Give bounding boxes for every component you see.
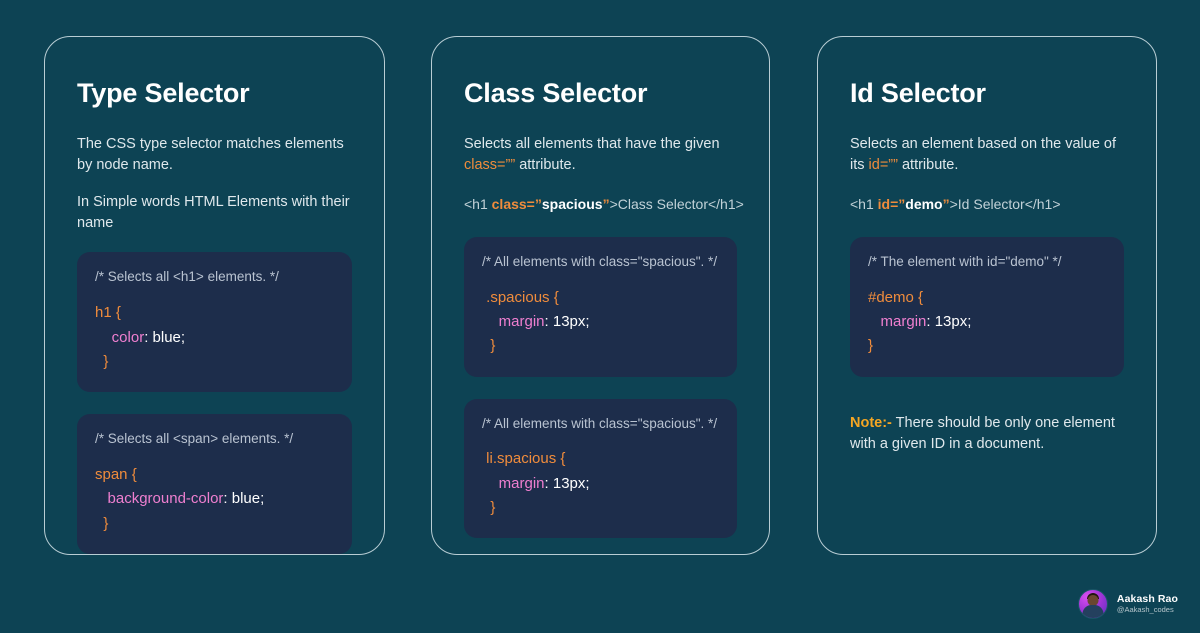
code-comment: /* Selects all <span> elements. */ (95, 431, 294, 447)
desc-text-pre: Selects all elements that have the given (464, 136, 720, 153)
snippet-attr-value: demo (905, 196, 943, 213)
snippet-attr-quote-end: ” (602, 196, 610, 213)
avatar (1077, 589, 1108, 619)
code-selector: #demo { (868, 288, 924, 306)
card-title: Type Selector (77, 78, 250, 108)
code-close-line: } (482, 496, 719, 520)
code-brace-close: } (868, 337, 874, 355)
html-snippet: <h1 id=”demo”>Id Selector</h1> (850, 194, 1124, 214)
snippet-tag-open: <h1 (464, 196, 492, 213)
code-selector-line: #demo { (868, 286, 1106, 310)
snippet-rest: >Class Selector</h1> (609, 196, 744, 213)
code-declaration-line: background-color: blue; (95, 487, 334, 511)
code-brace-close: } (490, 337, 496, 355)
code-brace-close: } (103, 514, 109, 532)
code-comment: /* All elements with class="spacious". *… (482, 415, 718, 431)
code-selector-line: h1 { (95, 301, 334, 325)
desc-text-post: attribute. (515, 157, 576, 174)
avatar-body (1082, 605, 1104, 618)
card-description: Selects an element based on the value of… (850, 134, 1124, 176)
card-type-selector: Type Selector The CSS type selector matc… (44, 36, 385, 555)
html-snippet: <h1 class=”spacious”>Class Selector</h1> (464, 194, 744, 214)
code-close-line: } (95, 350, 334, 374)
desc-attribute-token: id=”” (868, 157, 898, 174)
code-value: : blue; (144, 328, 186, 346)
note-label: Note:- (850, 414, 892, 431)
snippet-attr-quote-end: ” (942, 196, 950, 213)
author-info: Aakash Rao @Aakash_codes (1117, 593, 1178, 615)
code-close-line: } (95, 512, 334, 536)
code-selector-line: span { (95, 463, 334, 487)
snippet-rest: >Id Selector</h1> (949, 196, 1061, 213)
code-comment: /* The element with id="demo" */ (868, 253, 1062, 269)
code-block: /* Selects all <h1> elements. */ h1 { co… (77, 252, 352, 393)
author-name: Aakash Rao (1116, 592, 1178, 605)
code-comment: /* All elements with class="spacious". *… (482, 253, 718, 269)
code-selector-line: li.spacious { (482, 447, 719, 471)
code-close-line: } (482, 334, 719, 358)
card-description-2: In Simple words HTML Elements with their… (77, 194, 350, 232)
code-selector: .spacious { (486, 288, 559, 306)
desc-text-post: attribute. (897, 157, 959, 174)
code-declaration-line: margin: 13px; (482, 310, 719, 334)
code-property: background-color (107, 490, 224, 508)
desc-attribute-token: class=”” (464, 157, 516, 174)
code-selector-line: .spacious { (482, 286, 719, 310)
code-property: margin (498, 474, 545, 492)
snippet-tag-open: <h1 (850, 196, 878, 213)
code-declaration-line: margin: 13px; (482, 472, 719, 496)
code-declaration-line: color: blue; (95, 326, 334, 350)
card-class-selector: Class Selector Selects all elements that… (431, 36, 770, 555)
desc-text-pre: Selects an element based on the value of… (850, 136, 1117, 174)
author-handle: @Aakash_codes (1116, 605, 1174, 615)
card-title: Class Selector (464, 78, 648, 108)
card-title: Id Selector (850, 78, 986, 108)
code-value: : 13px; (544, 474, 590, 492)
snippet-attr-name: id=” (877, 196, 906, 213)
code-selector: span { (95, 466, 137, 484)
code-value: : 13px; (544, 312, 590, 330)
code-block: /* The element with id="demo" */ #demo {… (850, 236, 1124, 377)
card-id-selector: Id Selector Selects an element based on … (817, 36, 1157, 555)
code-comment: /* Selects all <h1> elements. */ (95, 269, 279, 285)
snippet-attr-name: class=” (491, 196, 542, 213)
card-description-1: The CSS type selector matches elements b… (77, 136, 344, 174)
code-property: color (111, 328, 145, 346)
author-signature: Aakash Rao @Aakash_codes (1077, 589, 1178, 619)
code-property: margin (880, 312, 927, 330)
snippet-attr-value: spacious (541, 196, 603, 213)
code-block: /* All elements with class="spacious". *… (464, 398, 737, 539)
note-text: Note:- There should be only one element … (850, 413, 1124, 455)
code-brace-close: } (103, 352, 109, 370)
code-value: : blue; (223, 490, 265, 508)
code-property: margin (498, 312, 545, 330)
code-block: /* Selects all <span> elements. */ span … (77, 414, 352, 555)
code-close-line: } (868, 334, 1106, 358)
code-selector: li.spacious { (486, 450, 566, 468)
card-description: Selects all elements that have the given… (464, 134, 737, 176)
code-declaration-line: margin: 13px; (868, 310, 1106, 334)
avatar-head (1087, 594, 1099, 606)
code-selector: h1 { (95, 304, 121, 322)
code-value: : 13px; (926, 312, 972, 330)
code-block: /* All elements with class="spacious". *… (464, 236, 737, 377)
note-body: There should be only one element with a … (850, 414, 1115, 452)
code-brace-close: } (490, 498, 496, 516)
